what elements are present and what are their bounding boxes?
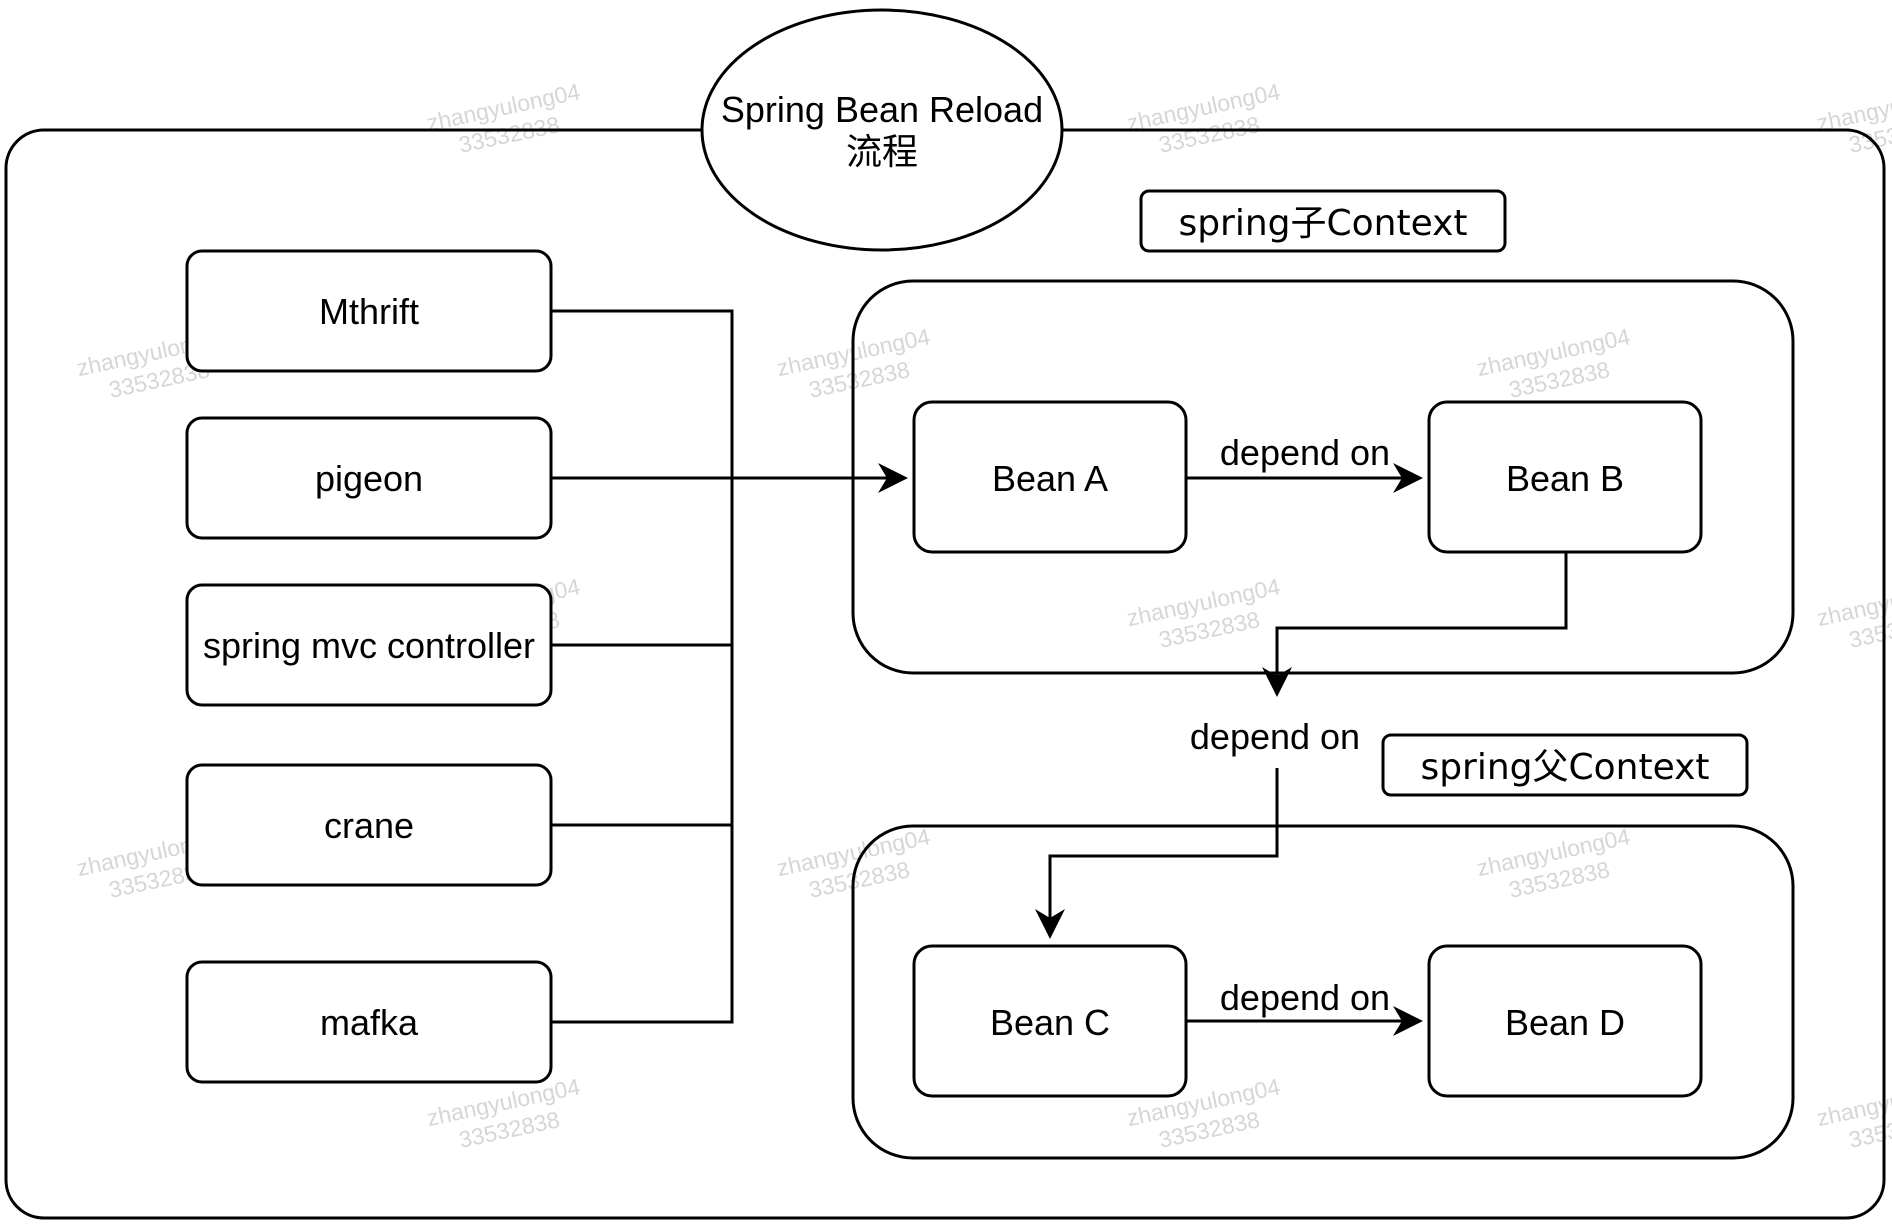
bean-d-label: Bean D: [1505, 1002, 1625, 1043]
source-node-crane[interactable]: crane: [185, 763, 553, 887]
watermark: zhangyulong04 33532838: [424, 78, 582, 158]
source-node-label: crane: [324, 805, 414, 846]
child-context-label-box: [1139, 189, 1507, 253]
source-node-mafka[interactable]: mafka: [185, 960, 553, 1084]
edge-bean-b-to-label: [1262, 552, 1568, 697]
child-context-label[interactable]: spring子Context: [1139, 189, 1507, 253]
parent-context-label-box: [1381, 733, 1749, 797]
source-node-spring-mvc-controller[interactable]: spring mvc controller: [185, 583, 553, 707]
bean-d-box: [1427, 944, 1703, 1098]
edge-label-a-to-b: depend on: [1220, 432, 1390, 473]
watermark: zhangyulong04 33532838: [1474, 823, 1632, 903]
source-node-label: mafka: [320, 1002, 419, 1043]
watermark: zhangyulong04 33532838: [1124, 573, 1282, 653]
bean-b-label: Bean B: [1506, 458, 1624, 499]
source-connectors: [551, 309, 908, 1024]
child-context-label-text: spring子Context: [1178, 203, 1467, 244]
watermark: zhangyulong04 33532838: [1814, 1073, 1892, 1153]
watermark: zhangyulong04 33532838: [1814, 573, 1892, 653]
watermark: zhangyulong04 33532838: [774, 323, 932, 403]
parent-context-label[interactable]: spring父Context: [1381, 733, 1749, 797]
watermark: zhangyulong04 33532838: [424, 1073, 582, 1153]
bean-c-node[interactable]: Bean C: [912, 944, 1188, 1098]
parent-context-container: [851, 824, 1795, 1160]
watermark: zhangyulong04 33532838: [1474, 323, 1632, 403]
parent-context-label-text: spring父Context: [1420, 747, 1709, 788]
source-node-mthrift[interactable]: Mthrift: [185, 249, 553, 373]
watermark: zhangyulong04 33532838: [1124, 78, 1282, 158]
edge-label-b-to-c: depend on: [1190, 716, 1360, 757]
bean-a-node[interactable]: Bean A: [912, 400, 1188, 554]
bean-d-node[interactable]: Bean D: [1427, 944, 1703, 1098]
source-node-label: Mthrift: [319, 291, 419, 332]
source-node-pigeon[interactable]: pigeon: [185, 416, 553, 540]
bean-c-label: Bean C: [990, 1002, 1110, 1043]
title-line-1: Spring Bean Reload: [721, 89, 1043, 130]
edge-label-c-to-d: depend on: [1220, 977, 1390, 1018]
title-line-2: 流程: [846, 132, 918, 173]
source-bus-line: [551, 309, 734, 1024]
bean-a-label: Bean A: [992, 458, 1108, 499]
edge-label-to-bean-c: [1035, 768, 1279, 939]
source-node-label: pigeon: [315, 458, 423, 499]
title-node[interactable]: Spring Bean Reload 流程: [700, 8, 1064, 252]
bean-b-node[interactable]: Bean B: [1427, 400, 1703, 554]
source-node-label: spring mvc controller: [203, 625, 535, 666]
title-ellipse: [700, 8, 1064, 252]
